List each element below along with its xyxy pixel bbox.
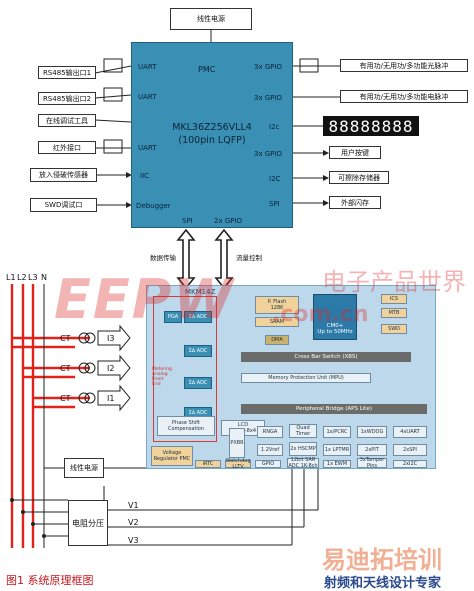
sd-adc-3: Σ∆ ADC	[184, 377, 212, 389]
linear-power-supply-bottom: 线性电源	[64, 458, 104, 478]
figure-caption: 图1 系统原理框图	[6, 574, 94, 587]
external-flash: 外部闪存	[329, 196, 381, 209]
pxbr: PXBR	[229, 428, 245, 458]
ct-label-2: CT	[60, 364, 71, 373]
swd-debug-port: SWD调试口	[30, 198, 97, 212]
phase-l2: L2	[17, 273, 27, 282]
sd-adc-2: Σ∆ ADC	[184, 345, 212, 357]
flow-control-label: 流量控制	[236, 254, 262, 262]
pulse-output-electric: 有用功/无用功/多功能电脉冲	[340, 90, 468, 103]
lptmr: 1x LPTMR	[323, 444, 351, 456]
pin-gpio-bottom: 2x GPIO	[214, 217, 243, 225]
watchdog-lltv: Watchdog LLTV	[225, 458, 251, 470]
sd-adc-1: Σ∆ ADC	[184, 311, 212, 323]
vref: 1.2Vref	[257, 444, 283, 456]
power-label: 线性电源	[197, 15, 225, 23]
voltage-regulator: Voltage Regulator PMC	[151, 446, 193, 466]
rnga: RNGA	[257, 426, 283, 438]
dma: DMA	[265, 335, 289, 345]
mcu-package: (100pin LQFP)	[178, 135, 246, 146]
voltage-v2: V2	[128, 518, 139, 527]
pin-uart-1: UART	[138, 63, 157, 71]
cpu-core: CM0+Up to 50MHz	[313, 294, 357, 340]
pin-iic: IIC	[140, 172, 150, 180]
pit: 2xPIT	[357, 444, 387, 456]
pulse-output-optical: 有用功/无用功/多功能光脉冲	[340, 59, 468, 72]
current-i2: I2	[107, 364, 115, 373]
pin-gpio-2: 3x GPIO	[254, 94, 283, 102]
rs485-port-2: RS485输出口2	[38, 92, 96, 105]
ics: ICS	[381, 294, 407, 304]
pin-pmc: PMC	[198, 65, 216, 74]
pin-i2c-1: I2c	[269, 123, 280, 131]
phase-l1: L1	[6, 273, 16, 282]
mpu: Memory Protection Unit (MPU)	[241, 373, 371, 383]
user-key: 用户按键	[329, 146, 381, 159]
pin-spi-bottom: SPI	[182, 217, 193, 225]
metering-soc-block: MKM14Z Metering Analog Front End PGA Σ∆ …	[146, 285, 436, 470]
afe-frame: Metering Analog Front End PGA Σ∆ ADC Σ∆ …	[152, 296, 217, 442]
current-i1: I1	[107, 394, 115, 403]
mtb: MTB	[381, 308, 407, 318]
watermark-slogan: 射频和天线设计专家	[324, 576, 442, 591]
quad-timer: Quad Timer	[289, 424, 317, 438]
pin-gpio-3: 3x GPIO	[254, 150, 283, 158]
crossbar-switch: Cross Bar Switch (XBS)	[241, 352, 411, 362]
voltage-v1: V1	[128, 501, 139, 510]
phase-shift-compensation: Phase Shift Compensation	[157, 416, 215, 436]
swd-block: SWD	[381, 324, 407, 334]
pin-uart-2: UART	[138, 93, 157, 101]
gpio: GPIO	[255, 460, 281, 468]
data-transfer-label: 数据传输	[150, 254, 176, 262]
chip-title: MKM14Z	[185, 288, 216, 296]
segment-display: 88888888	[323, 116, 419, 136]
uart: 4xUART	[393, 426, 427, 438]
sram: SRAM	[255, 317, 299, 327]
voltage-v3: V3	[128, 536, 139, 545]
ewm: 1x EWM	[323, 460, 351, 468]
wdog: 1xWDOG	[357, 426, 387, 438]
crc: 1x/PCRC	[323, 426, 351, 438]
pin-debugger: Debugger	[136, 202, 171, 210]
eeprom: 可擦除存储器	[329, 171, 389, 184]
mcu-name: MKL36Z256VLL4 (100pin LQFP)	[132, 121, 292, 147]
current-i3: I3	[107, 334, 115, 343]
ct-label-1: CT	[60, 334, 71, 343]
pin-spi-right: SPI	[269, 200, 280, 208]
pga-block: PGA	[164, 311, 182, 323]
phase-n: N	[41, 273, 47, 282]
phase-l3: L3	[28, 273, 38, 282]
watermark-cn-top: 电子产品世界	[322, 268, 466, 296]
watermark-domain: .com.cn	[272, 302, 369, 327]
tamper-pins: 3xTamper Pins	[357, 457, 387, 469]
linear-power-supply-top: 线性电源	[170, 8, 252, 30]
afe-label: Metering Analog Front End	[152, 367, 172, 387]
peripheral-bridge: Peripheral Bridge (APS Lite)	[241, 404, 427, 414]
watermark-eepw: EEPW	[54, 268, 235, 331]
rs485-port-1: RS485输出口1	[38, 66, 96, 79]
tamper-sensor: 放入侵破传感器	[30, 168, 97, 182]
hscmp: 2x HSCMP	[289, 442, 317, 456]
sar-adc: 12bit SAR ADC 1K-8ch	[287, 457, 319, 469]
irtc: iRTC	[195, 460, 221, 468]
pin-gpio-1: 3x GPIO	[254, 63, 283, 71]
ct-label-3: CT	[60, 394, 71, 403]
pin-uart-3: UART	[138, 144, 157, 152]
online-debug-tool: 在线调试工具	[38, 114, 96, 127]
i2c: 2xI2C	[393, 460, 427, 468]
infrared-port: 红外接口	[38, 141, 96, 154]
mcu-part-number: MKL36Z256VLL4	[172, 122, 252, 133]
resistor-divider: 电阻分压	[68, 500, 108, 546]
watermark-brand: 易迪拓培训	[322, 546, 442, 574]
main-mcu-block: PMC UART UART UART IIC Debugger 3x GPIO …	[131, 42, 293, 228]
pin-i2c-2: I2C	[269, 175, 281, 183]
spi: 2xSPI	[393, 444, 427, 456]
